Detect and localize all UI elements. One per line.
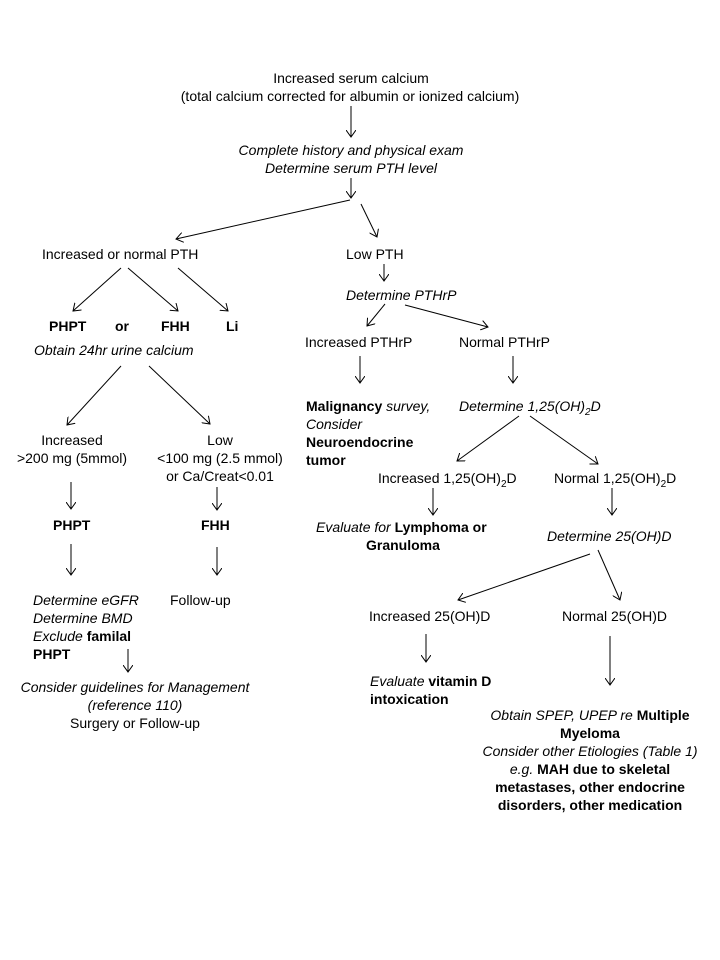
guidelines-line2: (reference 110) bbox=[87, 697, 183, 713]
exclude-line: Exclude familal bbox=[33, 627, 131, 645]
inc-125d-node: Increased 1,25(OH)2D bbox=[378, 469, 517, 494]
norm-125d-sub: 2 bbox=[660, 478, 667, 490]
vitd-text: vitamin D bbox=[428, 673, 492, 689]
familial-phpt: PHPT bbox=[33, 646, 71, 662]
inc-25d-node: Increased 25(OH)D bbox=[369, 608, 491, 624]
inc-urine-line1: Increased bbox=[41, 432, 103, 448]
egfr-line: Determine eGFR bbox=[33, 592, 139, 608]
neuro-line2: tumor bbox=[306, 452, 346, 468]
vitd-line: Evaluate vitamin D bbox=[370, 672, 491, 690]
phpt-option: PHPT bbox=[49, 318, 87, 334]
survey-text: survey, bbox=[386, 398, 431, 414]
low-urine-line1: Low bbox=[207, 432, 233, 448]
arrow-to-phpt bbox=[73, 267, 122, 311]
inc-125d-sub: 2 bbox=[500, 478, 507, 490]
det-125d-sub: 2 bbox=[585, 406, 591, 418]
eg-text: e.g. bbox=[509, 761, 534, 777]
mah-line2: metastases, other endocrine bbox=[495, 779, 685, 795]
pthrp-node: Determine PTHrP bbox=[346, 287, 457, 303]
arrow-to-high-pth bbox=[176, 199, 351, 239]
spep-line2: Myeloma bbox=[560, 725, 620, 741]
granuloma-line: Granuloma bbox=[366, 537, 440, 553]
norm-125d-text: Normal 1,25(OH) bbox=[554, 470, 661, 486]
spep-text: Obtain SPEP, UPEP re bbox=[490, 707, 633, 723]
history-line2: Determine serum PTH level bbox=[265, 160, 437, 176]
evaluate-text: Evaluate bbox=[370, 673, 425, 689]
bmd-line: Determine BMD bbox=[33, 610, 133, 626]
arrow-to-inc-urine bbox=[67, 365, 122, 425]
other-etiologies-line: Consider other Etiologies (Table 1) bbox=[482, 743, 698, 759]
low-urine-line3: or Ca/Creat<0.01 bbox=[166, 468, 274, 484]
mah-text: MAH due to skeletal bbox=[537, 761, 671, 777]
multiple-text: Multiple bbox=[636, 707, 690, 723]
or-label: or bbox=[115, 318, 129, 334]
det-25d-node: Determine 25(OH)D bbox=[547, 528, 672, 544]
mah-line1: e.g. MAH due to skeletal bbox=[465, 760, 715, 778]
norm-pthrp-node: Normal PTHrP bbox=[459, 334, 551, 350]
fhh-option: FHH bbox=[161, 318, 190, 334]
consider-line: Consider bbox=[306, 416, 363, 432]
intoxication-line: intoxication bbox=[370, 691, 449, 707]
norm-125d-end: D bbox=[666, 470, 677, 486]
root-line1: Increased serum calcium bbox=[273, 70, 429, 86]
exclude-text: Exclude bbox=[33, 628, 83, 644]
guidelines-line1: Consider guidelines for Management bbox=[20, 679, 250, 695]
low-pth-node: Low PTH bbox=[346, 246, 404, 262]
inc-125d-text: Increased 1,25(OH) bbox=[378, 470, 501, 486]
spep-line1: Obtain SPEP, UPEP re Multiple bbox=[465, 706, 715, 724]
evaluate-for-text: Evaluate for bbox=[316, 519, 391, 535]
fhh-result: FHH bbox=[201, 517, 230, 533]
malignancy-line: Malignancy survey, bbox=[306, 397, 430, 415]
det-125d-node: Determine 1,25(OH)2D bbox=[459, 397, 601, 422]
inc-pthrp-node: Increased PTHrP bbox=[305, 334, 413, 350]
urine-calcium-node: Obtain 24hr urine calcium bbox=[34, 342, 194, 358]
arrow-to-inc-pthrp bbox=[367, 303, 386, 326]
inc-urine-line2: >200 mg (5mmol) bbox=[16, 450, 128, 466]
li-option: Li bbox=[226, 318, 239, 334]
lymphoma-text: Lymphoma or bbox=[394, 519, 487, 535]
lymphoma-line: Evaluate for Lymphoma or bbox=[316, 518, 487, 536]
followup-fhh: Follow-up bbox=[170, 592, 231, 608]
arrow-to-low-urine bbox=[148, 365, 210, 424]
norm-125d-node: Normal 1,25(OH)2D bbox=[554, 469, 676, 494]
arrow-to-norm-pthrp bbox=[404, 304, 488, 327]
det-125d-text: Determine 1,25(OH) bbox=[459, 398, 586, 414]
norm-25d-node: Normal 25(OH)D bbox=[562, 608, 668, 624]
det-125d-end: D bbox=[590, 398, 601, 414]
phpt-result: PHPT bbox=[53, 517, 91, 533]
high-pth-node: Increased or normal PTH bbox=[42, 246, 199, 262]
arrow-to-li bbox=[177, 267, 228, 311]
neuro-line1: Neuroendocrine bbox=[306, 434, 414, 450]
history-line1: Complete history and physical exam bbox=[238, 142, 464, 158]
root-line2: (total calcium corrected for albumin or … bbox=[180, 88, 520, 104]
guidelines-line3: Surgery or Follow-up bbox=[70, 715, 200, 731]
inc-125d-end: D bbox=[506, 470, 517, 486]
malignancy-text: Malignancy bbox=[306, 398, 383, 414]
arrow-to-inc-125d bbox=[457, 415, 520, 461]
familal-text: familal bbox=[86, 628, 132, 644]
arrow-to-inc-25d bbox=[458, 553, 591, 600]
low-urine-line2: <100 mg (2.5 mmol) bbox=[157, 450, 283, 466]
arrow-to-norm-125d bbox=[529, 415, 598, 464]
arrow-to-fhh bbox=[127, 267, 178, 311]
arrow-to-low-pth bbox=[360, 203, 377, 237]
mah-line3: disorders, other medication bbox=[497, 797, 683, 813]
arrow-to-norm-25d bbox=[597, 549, 620, 600]
